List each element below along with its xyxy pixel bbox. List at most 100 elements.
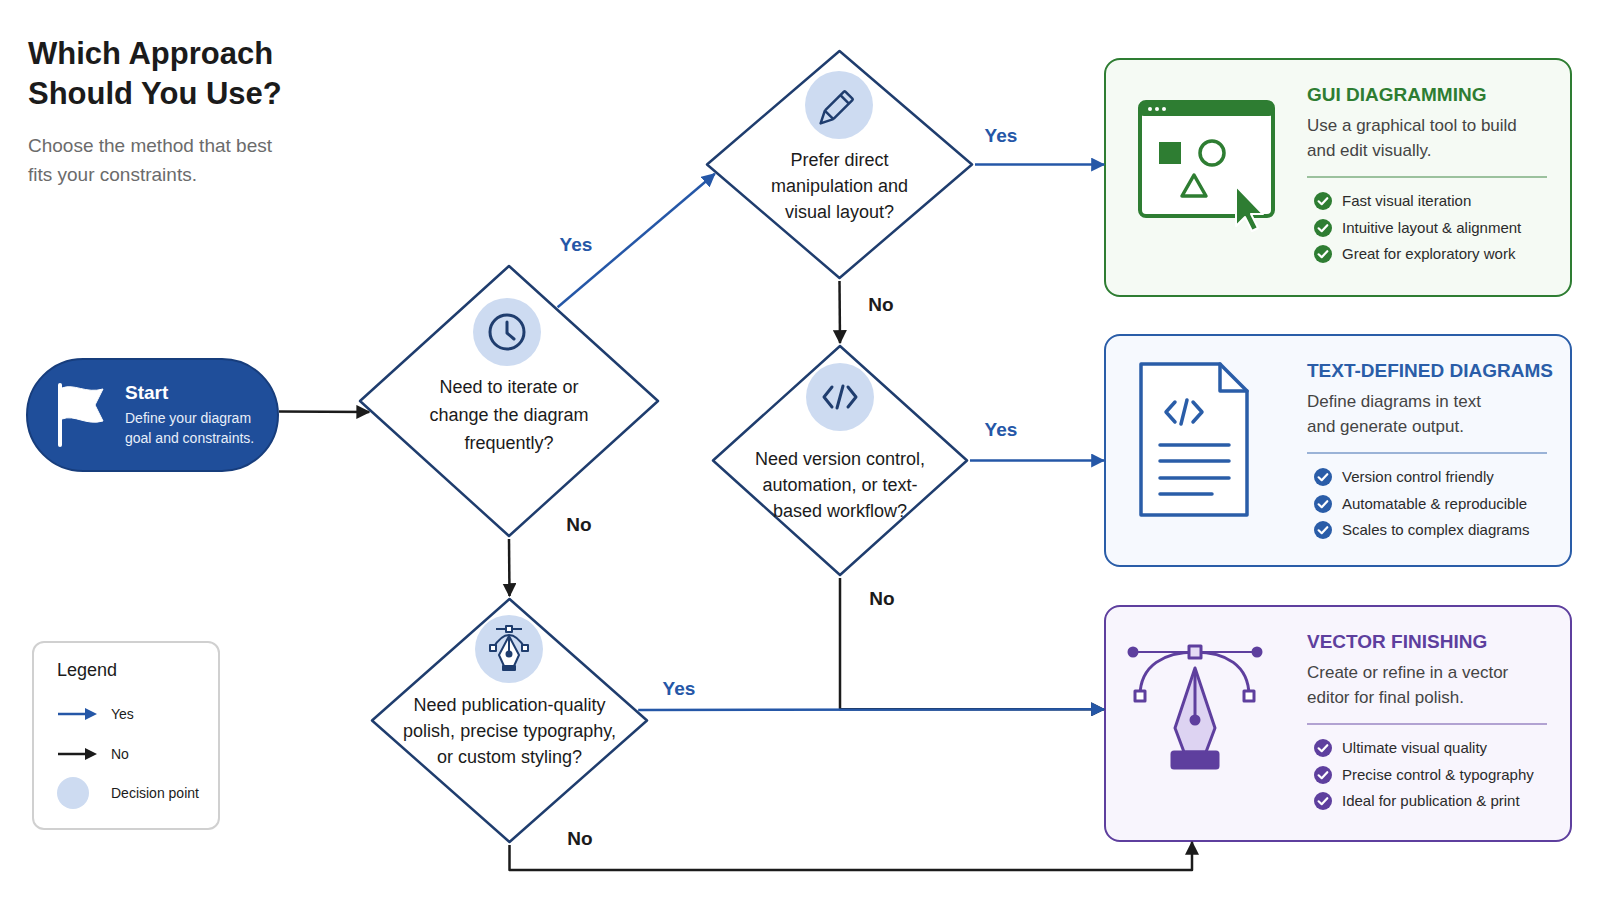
- benefit-row: Automatable & reproducible: [1314, 493, 1527, 515]
- benefit-row: Fast visual iteration: [1314, 190, 1471, 212]
- check-mark: [1319, 501, 1328, 507]
- decision-diamond: Prefer direct manipulation and visual la…: [704, 48, 975, 281]
- check-mark: [1319, 198, 1328, 204]
- decision-text-block: Need publication-quality polish, precise…: [397, 692, 622, 770]
- legend-row: No: [57, 742, 217, 766]
- card-description: Create or refine in a vector editor for …: [1307, 660, 1542, 710]
- check-icon: [1314, 521, 1332, 539]
- card-heading: GUI DIAGRAMMING: [1307, 82, 1486, 108]
- benefit-item: Version control friendly: [1342, 466, 1494, 488]
- check-mark: [1319, 772, 1328, 778]
- outcome-card: GUI DIAGRAMMING Use a graphical tool to b…: [1104, 58, 1572, 297]
- diamond-outline: [357, 263, 661, 539]
- edge-label: No: [566, 513, 591, 537]
- legend-title: Legend: [57, 658, 117, 682]
- check-icon: [1314, 766, 1332, 784]
- check-circle: [1314, 766, 1332, 784]
- edge-label: Yes: [985, 124, 1018, 148]
- flow-connector: [558, 174, 715, 307]
- decision-question: Prefer direct manipulation and visual la…: [760, 147, 920, 225]
- check-circle: [1314, 468, 1332, 486]
- card-description: Use a graphical tool to build and edit v…: [1307, 113, 1532, 163]
- diamond-shape: [372, 599, 647, 842]
- flow-connector: [508, 539, 511, 596]
- legend-text: No: [111, 745, 129, 763]
- check-circle: [1314, 739, 1332, 757]
- flow-connector: [838, 281, 841, 343]
- diamond-shape: [360, 266, 658, 536]
- check-circle: [1314, 792, 1332, 810]
- diamond-outline: [369, 596, 650, 845]
- benefit-item: Fast visual iteration: [1342, 190, 1471, 212]
- decision-text-block: Need to iterate or change the diagram fr…: [417, 373, 602, 457]
- check-icon: [1314, 219, 1332, 237]
- card-divider: [1307, 176, 1547, 178]
- flow-connector: [975, 163, 1104, 166]
- legend-line: [58, 713, 87, 716]
- check-icon: [1314, 495, 1332, 513]
- check-mark: [1319, 225, 1328, 231]
- benefit-item: Ultimate visual quality: [1342, 737, 1487, 759]
- start-title: Start: [125, 380, 168, 406]
- check-circle: [1314, 495, 1332, 513]
- legend-row: Yes: [57, 702, 217, 726]
- check-circle: [1314, 192, 1332, 210]
- start-description: Define your diagram goal and constraints…: [125, 408, 270, 448]
- flow-connector: [638, 708, 1104, 711]
- check-icon: [1314, 245, 1332, 263]
- flow-connector: [840, 578, 1104, 709]
- caption-text: Choose the method that best fits your co…: [28, 131, 286, 189]
- edge-label: No: [868, 293, 893, 317]
- legend-text: Yes: [111, 705, 134, 723]
- flow-connector: [279, 410, 369, 413]
- flow-connector: [970, 459, 1104, 462]
- benefit-row: Great for exploratory work: [1314, 243, 1515, 265]
- benefit-row: Version control friendly: [1314, 466, 1494, 488]
- check-mark: [1319, 745, 1328, 751]
- check-icon: [1314, 792, 1332, 810]
- check-mark: [1319, 251, 1328, 257]
- edge-label: Yes: [985, 418, 1018, 442]
- card-divider: [1307, 723, 1547, 725]
- benefit-row: Ultimate visual quality: [1314, 737, 1487, 759]
- benefit-item: Great for exploratory work: [1342, 243, 1515, 265]
- decision-question: Need version control, automation, or tex…: [752, 446, 928, 524]
- check-circle: [1314, 521, 1332, 539]
- legend-box: LegendYesNoDecision point: [32, 641, 220, 830]
- legend-swatch: [57, 777, 89, 809]
- edge-label: Yes: [663, 677, 696, 701]
- check-circle: [1314, 219, 1332, 237]
- benefit-item: Precise control & typography: [1342, 764, 1534, 786]
- check-icon: [1314, 468, 1332, 486]
- edge-label: No: [567, 827, 592, 851]
- benefit-row: Precise control & typography: [1314, 764, 1534, 786]
- edge-label: Yes: [560, 233, 593, 257]
- diamond-shape: [707, 51, 972, 278]
- diamond-shape: [713, 346, 967, 575]
- benefit-item: Intuitive layout & alignment: [1342, 217, 1521, 239]
- decision-diamond: Need version control, automation, or tex…: [710, 343, 970, 578]
- decision-text-block: Need version control, automation, or tex…: [752, 446, 928, 524]
- legend-line-sample: [57, 742, 99, 766]
- card-divider: [1307, 452, 1547, 454]
- decision-text-block: Prefer direct manipulation and visual la…: [760, 147, 920, 225]
- legend-arrow-head: [85, 748, 97, 760]
- start-terminal: StartDefine your diagram goal and constr…: [26, 358, 279, 472]
- title-heading: Which Approach Should You Use?: [28, 34, 328, 114]
- outcome-card: VECTOR FINISHING Create or refine in a ve…: [1104, 605, 1572, 842]
- legend-line: [58, 752, 87, 755]
- decision-question: Need publication-quality polish, precise…: [397, 692, 622, 770]
- decision-diamond: Need publication-quality polish, precise…: [369, 596, 650, 845]
- outcome-card: TEXT-DEFINED DIAGRAMSDefine diagrams in …: [1104, 334, 1572, 567]
- check-icon: [1314, 192, 1332, 210]
- check-icon: [1314, 739, 1332, 757]
- legend-row: Decision point: [57, 781, 217, 805]
- benefit-row: Ideal for publication & print: [1314, 790, 1520, 812]
- benefit-item: Automatable & reproducible: [1342, 493, 1527, 515]
- check-mark: [1319, 798, 1328, 804]
- card-heading: VECTOR FINISHING: [1307, 629, 1487, 655]
- legend-arrow-head: [85, 708, 97, 720]
- decision-question: Need to iterate or change the diagram fr…: [417, 373, 602, 457]
- benefit-item: Ideal for publication & print: [1342, 790, 1520, 812]
